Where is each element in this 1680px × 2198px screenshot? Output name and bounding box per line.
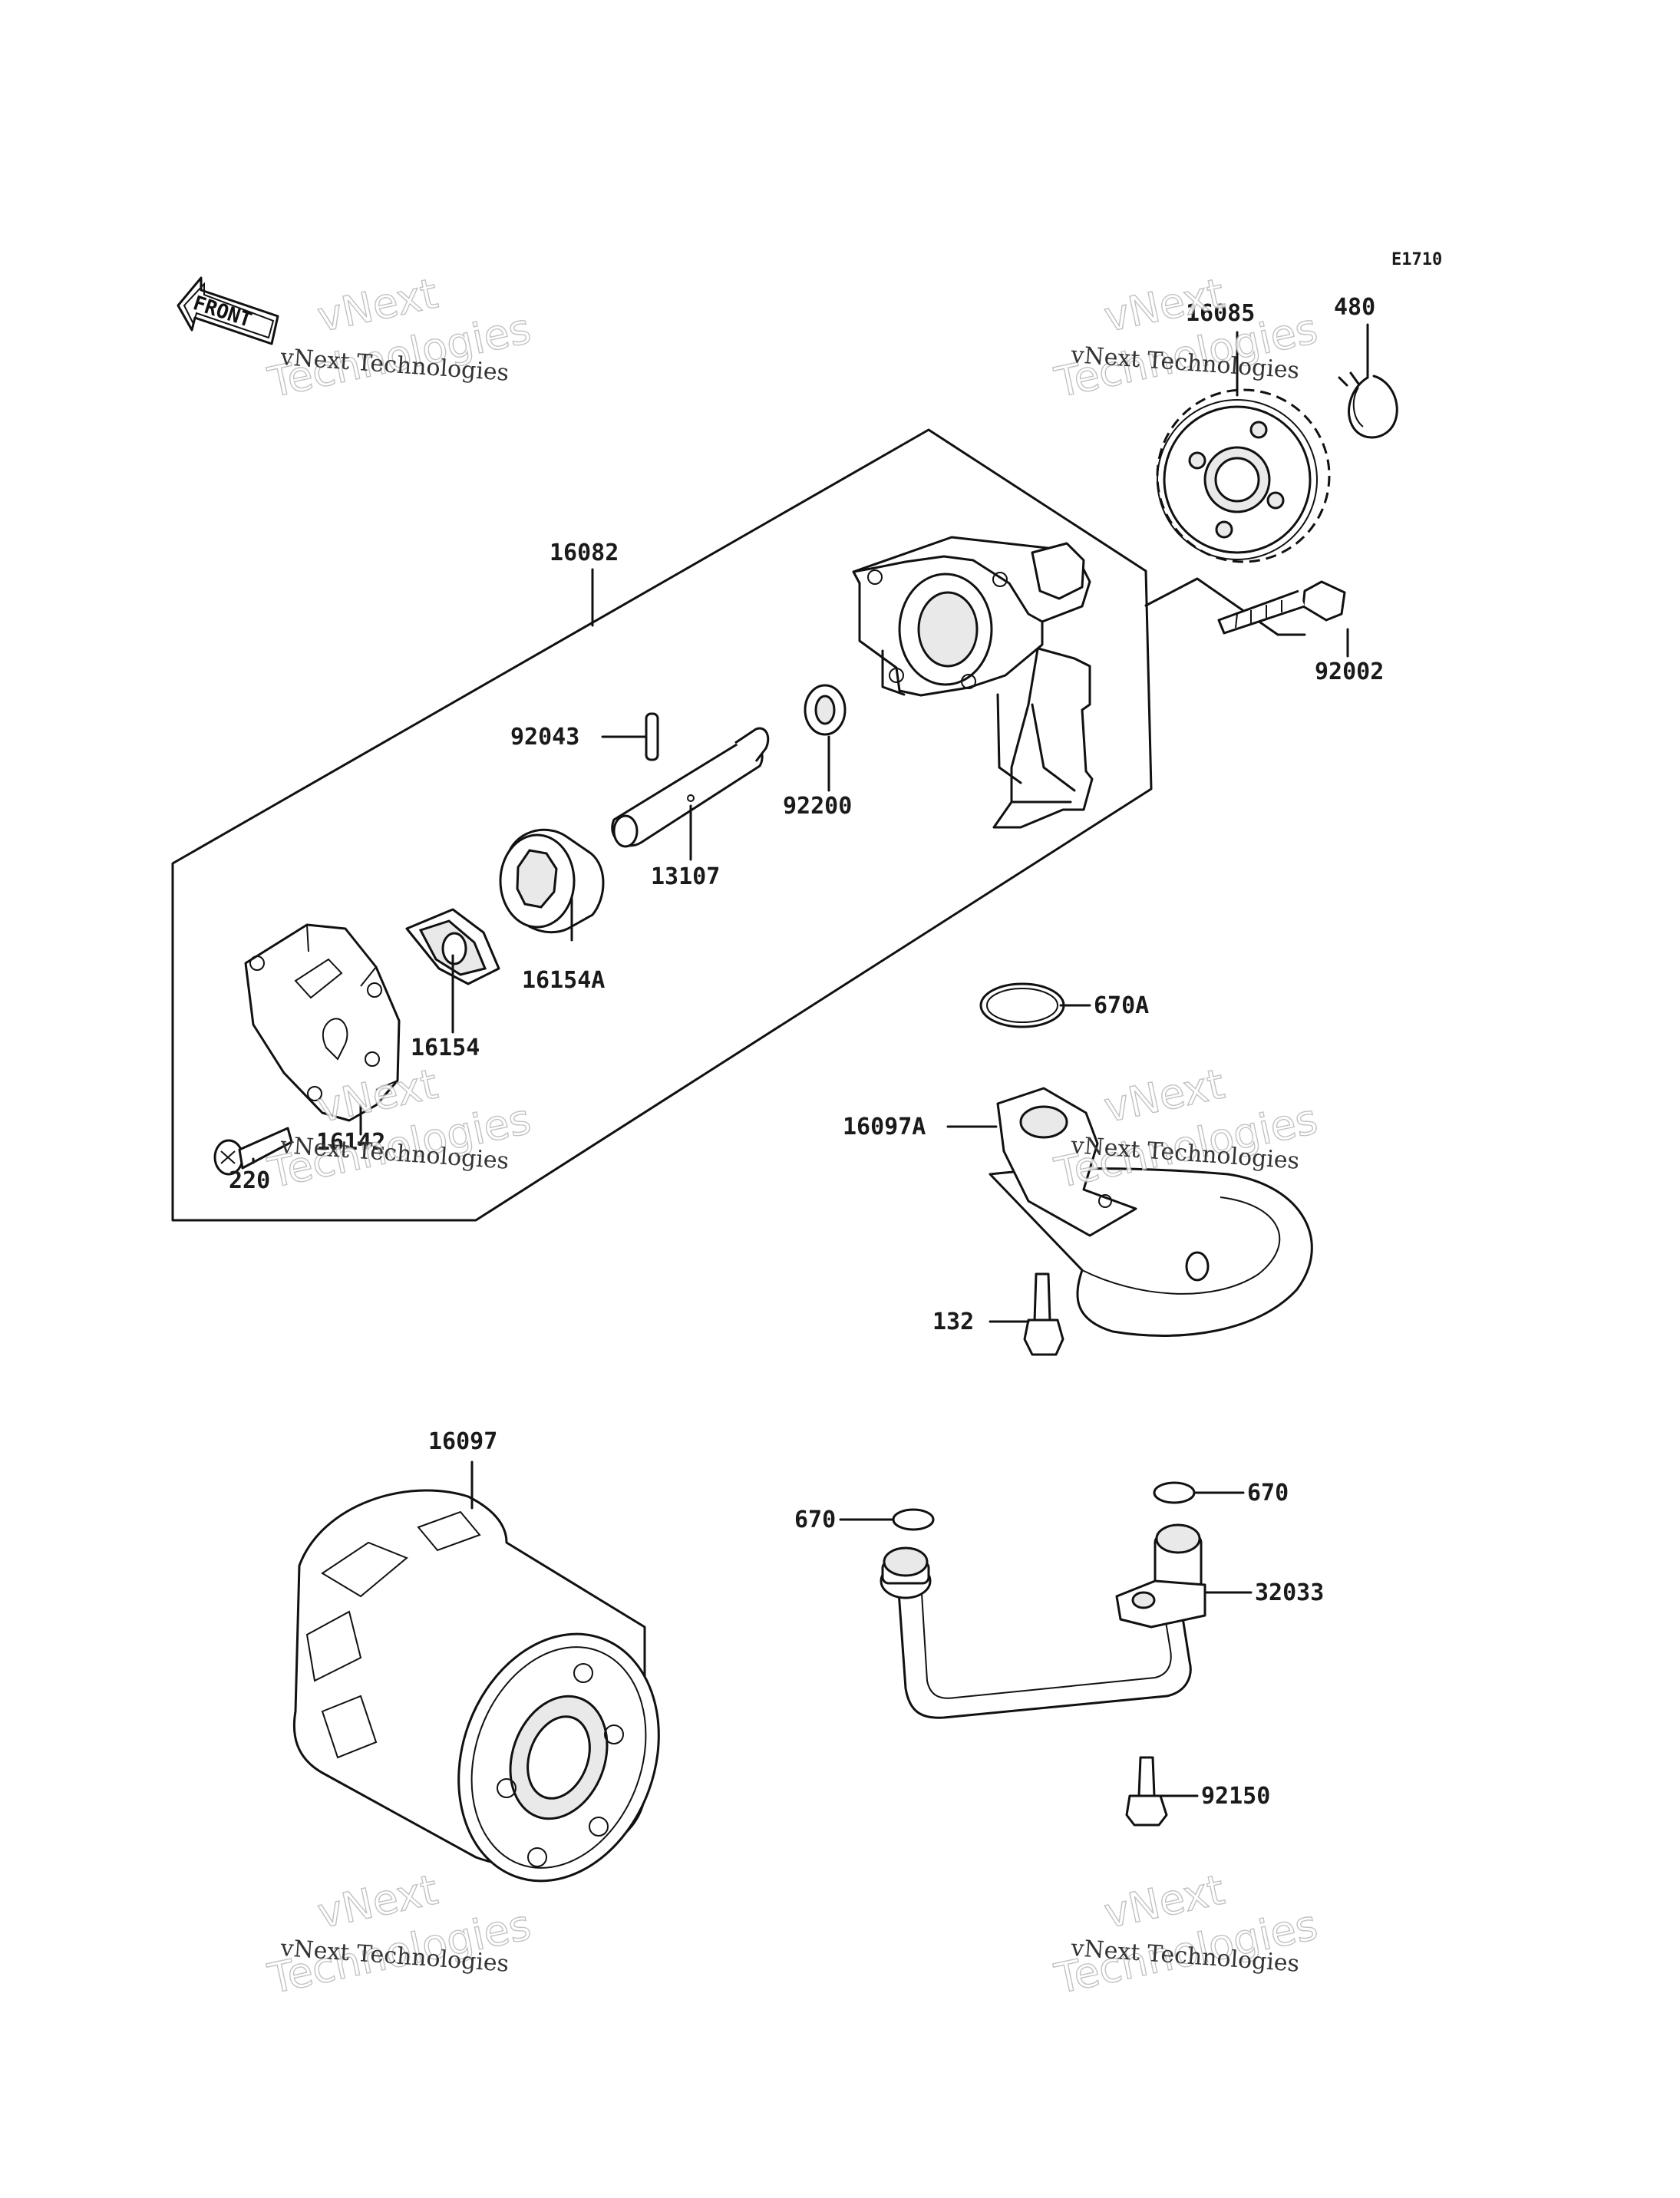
o-ring-670A (979, 982, 1065, 1028)
shaft-13107 (611, 727, 770, 848)
bolt-92002 (1217, 580, 1346, 635)
front-arrow-icon: FRONT (177, 276, 279, 345)
label-16097: 16097 (428, 1428, 497, 1455)
label-220: 220 (229, 1167, 270, 1194)
oil-filter-16097 (292, 1489, 660, 1883)
pin-92043 (645, 712, 659, 761)
label-16142: 16142 (316, 1129, 385, 1156)
pump-assembly-box (171, 428, 1306, 1222)
pump-cover-16142 (244, 923, 401, 1122)
watermark-big-top: vNext (1100, 1866, 1228, 1938)
label-16082: 16082 (550, 540, 619, 566)
label-132: 132 (932, 1309, 974, 1335)
bolt-92150 (1125, 1756, 1168, 1827)
label-92043: 92043 (510, 724, 579, 751)
leader-lines (252, 323, 1369, 1797)
bolt-132 (1023, 1272, 1064, 1356)
oil-strainer-16097A (989, 1087, 1313, 1337)
label-32033: 32033 (1255, 1579, 1324, 1606)
diagram-ref-code: E1710 (1391, 250, 1442, 269)
label-92150: 92150 (1201, 1783, 1270, 1810)
part-labels: 16085 480 16082 92002 92043 92200 13107 … (229, 294, 1384, 1810)
label-13107: 13107 (651, 863, 720, 890)
label-670A: 670A (1094, 992, 1149, 1019)
circlip-480 (1338, 371, 1398, 439)
label-16085: 16085 (1186, 300, 1255, 327)
label-670-right: 670 (1247, 1480, 1289, 1507)
label-480: 480 (1334, 294, 1375, 321)
washer-92200 (804, 684, 847, 736)
oil-pipe-32033 (880, 1523, 1206, 1719)
watermark-top-right: vNext Technologies (1050, 269, 1322, 408)
watermark-bottom-right: vNext Technologies (1050, 1865, 1322, 2004)
o-ring-670-right (1153, 1481, 1196, 1504)
label-16154A: 16154A (522, 967, 605, 994)
sprocket-16085 (1156, 388, 1331, 563)
o-ring-670-left (892, 1508, 935, 1531)
oil-pump-body (852, 536, 1094, 829)
outer-rotor-16154A (499, 828, 605, 934)
label-670-left: 670 (794, 1507, 836, 1533)
watermark-bottom-left: vNext Technologies (263, 1865, 536, 2004)
label-92002: 92002 (1315, 658, 1384, 685)
label-16154: 16154 (411, 1035, 480, 1061)
inner-rotor-16154 (405, 908, 500, 985)
label-92200: 92200 (783, 793, 852, 820)
label-16097A: 16097A (843, 1114, 926, 1140)
